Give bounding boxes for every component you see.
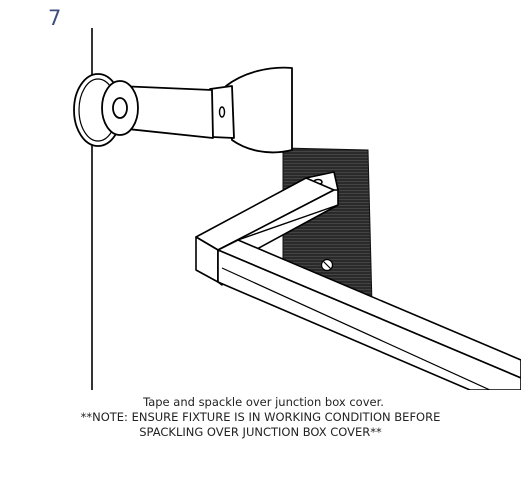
towel-bar	[217, 204, 521, 390]
caption-note-line-2: **NOTE: ENSURE FIXTURE IS IN WORKING CON…	[80, 410, 441, 424]
putty-knife-spackling-junction-box-icon	[73, 28, 521, 390]
screw-icon	[320, 258, 334, 272]
putty-knife-icon	[73, 66, 293, 154]
instruction-caption: Tape and spackle over junction box cover…	[0, 395, 521, 440]
caption-line-1: Tape and spackle over junction box cover…	[143, 395, 384, 409]
caption-note-line-3: SPACKLING OVER JUNCTION BOX COVER**	[139, 425, 382, 439]
step-number: 7	[48, 6, 62, 30]
